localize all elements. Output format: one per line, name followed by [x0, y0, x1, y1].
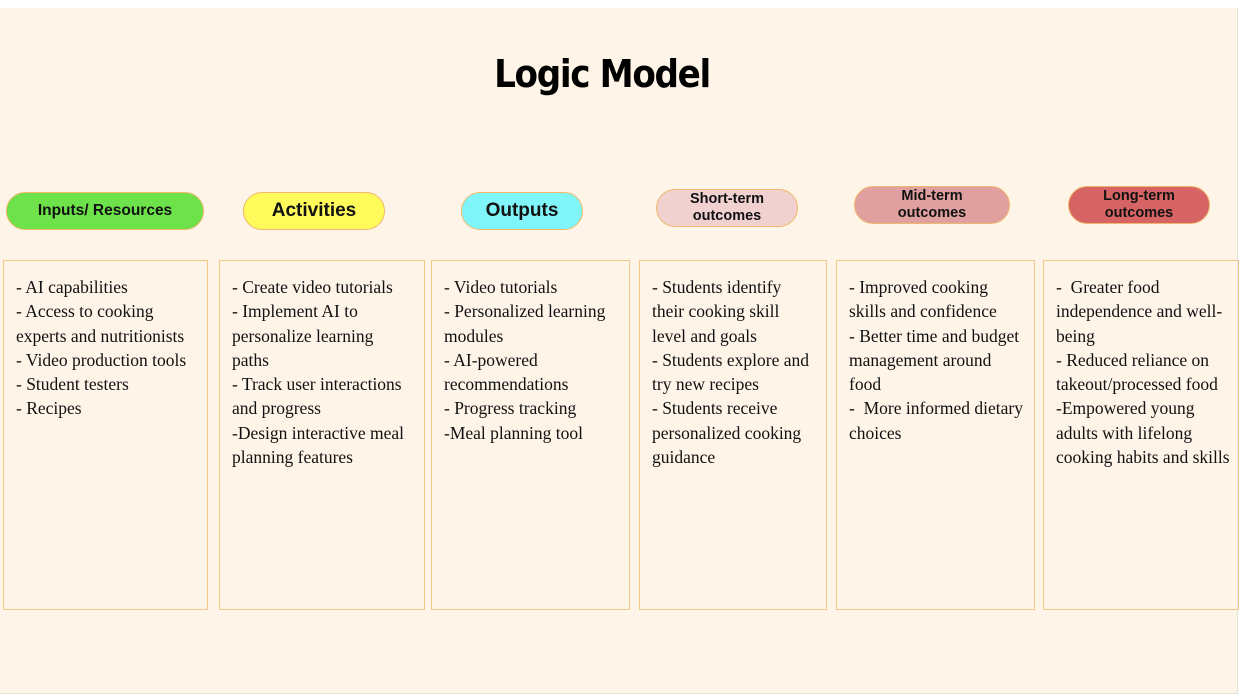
- header-inputs-resources: Inputs/ Resources: [6, 192, 204, 230]
- header-activities: Activities: [243, 192, 385, 230]
- header-label: Activities: [271, 200, 357, 222]
- list-item: -Empowered young adults with lifelong co…: [1056, 398, 1230, 468]
- column-activities: - Create video tutorials - Implement AI …: [219, 260, 425, 610]
- list-item: -Design interactive meal planning featur…: [232, 422, 409, 468]
- list-item: - Student testers: [16, 374, 129, 395]
- column-long-term-outcomes: - Greater food independence and well-bei…: [1043, 260, 1239, 610]
- list-item: - Create video tutorials: [232, 277, 393, 297]
- header-label: Outputs: [485, 200, 559, 222]
- column-mid-term-outcomes: - Improved cooking skills and confidence…: [836, 260, 1035, 610]
- list-item: - Students identify their cooking skill …: [652, 277, 786, 346]
- list-item: - Personalized learning modules: [444, 301, 610, 346]
- list-item: - Implement AI to personalize learning p…: [232, 301, 378, 370]
- header-outputs: Outputs: [461, 192, 583, 230]
- list-item: - Video tutorials: [444, 277, 558, 297]
- header-label: Short-term outcomes: [689, 191, 765, 224]
- list-item: - Students explore and try new recipes: [652, 349, 814, 395]
- list-item: - More informed dietary choices: [849, 398, 1028, 443]
- list-item: - Progress tracking: [444, 398, 577, 419]
- page-title: Logic Model: [494, 52, 711, 96]
- list-item: - Access to cooking experts and nutritio…: [16, 301, 185, 346]
- column-inputs-resources: - AI capabilities - Access to cooking ex…: [3, 260, 208, 610]
- list-item: - Video production tools: [16, 349, 187, 370]
- list-item: -Meal planning tool: [444, 422, 584, 443]
- list-item: - AI-powered recommendations: [444, 349, 569, 395]
- header-label: Mid-term outcomes: [897, 188, 967, 221]
- list-item: - Track user interactions and progress: [232, 374, 406, 419]
- list-item: - Reduced reliance on takeout/processed …: [1056, 349, 1218, 395]
- slide: Logic Model Inputs/ Resources Activities…: [0, 8, 1239, 694]
- list-item: - Students receive personalized cooking …: [652, 398, 806, 468]
- header-long-term-outcomes: Long-term outcomes: [1068, 186, 1210, 224]
- list-item: - AI capabilities: [16, 277, 128, 297]
- header-label: Inputs/ Resources: [37, 202, 173, 220]
- list-item: - Greater food independence and well-bei…: [1056, 277, 1223, 346]
- list-item: - Better time and budget management arou…: [849, 325, 1024, 395]
- column-short-term-outcomes: - Students identify their cooking skill …: [639, 260, 827, 610]
- header-mid-term-outcomes: Mid-term outcomes: [854, 186, 1010, 224]
- list-item: - Improved cooking skills and confidence: [849, 277, 997, 322]
- header-label: Long-term outcomes: [1103, 188, 1175, 221]
- column-outputs: - Video tutorials - Personalized learnin…: [431, 260, 630, 610]
- list-item: - Recipes: [16, 398, 82, 419]
- header-short-term-outcomes: Short-term outcomes: [656, 189, 798, 227]
